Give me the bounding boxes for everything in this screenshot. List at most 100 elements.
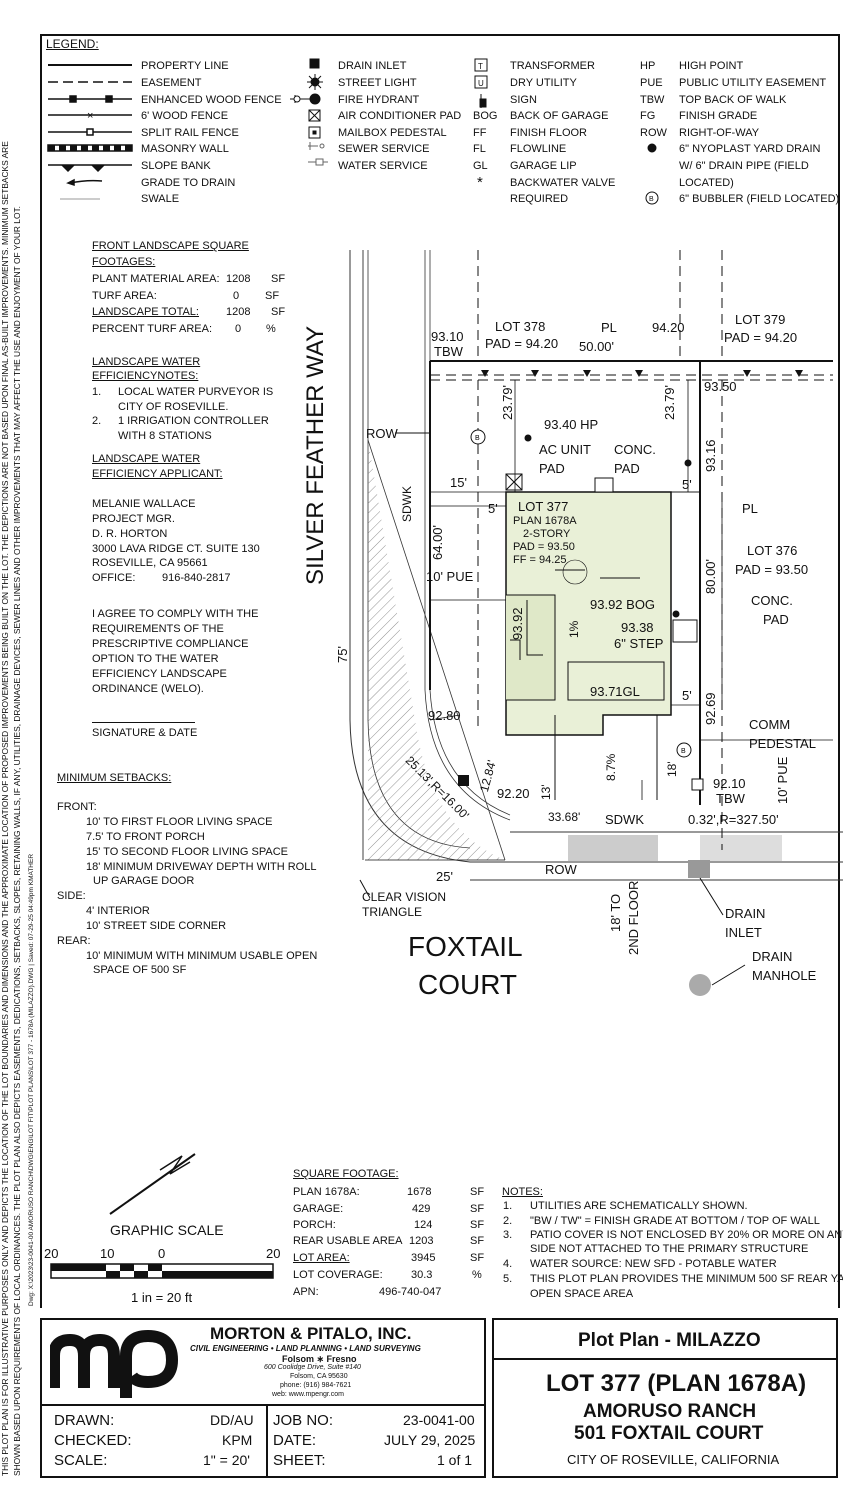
legend-abbr: TBW xyxy=(640,94,665,106)
elev-label: 92.69 xyxy=(703,692,718,725)
company-cities: Folsom ∗ Fresno xyxy=(282,1354,357,1364)
company-services: CIVIL ENGINEERING • LAND PLANNING • LAND… xyxy=(190,1344,421,1353)
dim-label: 64.00' xyxy=(430,524,445,560)
sqft-label: LOT AREA: xyxy=(293,1252,350,1264)
note-number: 1. xyxy=(92,386,102,398)
street-name-south-2: COURT xyxy=(418,969,518,1000)
agree-line: ORDINANCE (WELO). xyxy=(92,683,204,695)
sqft-unit: SF xyxy=(470,1235,485,1247)
checked-value: KPM xyxy=(222,1432,253,1448)
pl-label: PL xyxy=(742,501,758,516)
sqft-unit: % xyxy=(472,1269,482,1281)
job-label: JOB NO: xyxy=(273,1412,334,1429)
landscape-heading: FOOTAGES: xyxy=(92,256,156,268)
setback-item: 7.5' TO FRONT PORCH xyxy=(86,831,205,843)
landscape-label: PLANT MATERIAL AREA: xyxy=(92,273,220,285)
company-logo xyxy=(50,1329,179,1398)
landscape-label: TURF AREA: xyxy=(92,290,157,302)
sqft-value: 3945 xyxy=(411,1252,436,1264)
scale-tick: 10 xyxy=(100,1246,115,1261)
legend-item: FLOWLINE xyxy=(510,143,567,155)
sqft-title: SQUARE FOOTAGE: xyxy=(293,1168,399,1180)
divider xyxy=(266,1406,268,1476)
sqft-label: LOT COVERAGE: xyxy=(293,1269,383,1281)
dim-label: 75' xyxy=(335,646,350,663)
lot-378-label: LOT 378 xyxy=(495,319,546,334)
north-arrow-icon xyxy=(109,1153,196,1215)
ac-label: AC UNIT xyxy=(539,442,591,457)
landscape-value: 0 xyxy=(235,323,242,335)
dim-label: 80.00' xyxy=(703,558,718,594)
company-web: web: www.mpengr.com xyxy=(272,1391,344,1398)
legend-item: 6" BUBBLER (FIELD LOCATED) xyxy=(679,193,840,205)
elev-label: 93.10 xyxy=(431,329,464,344)
lot-label: FF = 94.25 xyxy=(513,554,567,566)
conc-label: CONC. xyxy=(614,442,656,457)
setbacks-label: REAR: xyxy=(57,935,91,947)
scale-value: 1" = 20' xyxy=(203,1452,250,1468)
landscape-heading: LANDSCAPE WATER xyxy=(92,356,201,368)
scale-bar xyxy=(50,1263,274,1279)
legend-item: FIRE HYDRANT xyxy=(338,94,420,106)
legend-item: PROPERTY LINE xyxy=(141,60,229,72)
legend-item: SEWER SERVICE xyxy=(338,143,430,155)
setbacks-label: SIDE: xyxy=(57,890,86,902)
applicant-line: ROSEVILLE, CA 95661 xyxy=(92,557,208,569)
date-value: JULY 29, 2025 xyxy=(384,1432,476,1448)
conc-label: PAD xyxy=(614,461,640,476)
lot-376-label: LOT 376 xyxy=(747,543,798,558)
svg-text:×: × xyxy=(87,110,93,122)
divider xyxy=(42,1404,484,1406)
legend-abbr: GL xyxy=(473,160,488,172)
dim-label: 15' xyxy=(450,475,467,490)
landscape-value: 1208 xyxy=(226,306,251,318)
sqft-label: PLAN 1678A: xyxy=(293,1186,360,1198)
legend-item: FINISH GRADE xyxy=(679,110,758,122)
landscape-label: PERCENT TURF AREA: xyxy=(92,323,213,335)
landscape-unit: SF xyxy=(265,290,280,302)
date-label: DATE: xyxy=(273,1432,317,1449)
sqft-unit: SF xyxy=(470,1252,485,1264)
clear-vision-label: TRIANGLE xyxy=(362,905,423,919)
sheet-label: SHEET: xyxy=(273,1452,326,1469)
drain-inlet-label: DRAIN xyxy=(725,906,766,921)
legend-abbr: FL xyxy=(473,143,486,155)
elev-label: 92.20 xyxy=(497,786,530,801)
setback-item: 18' MINIMUM DRIVEWAY DEPTH WITH ROLL xyxy=(86,861,317,873)
comm-label: COMM xyxy=(749,717,791,732)
note-number: 3. xyxy=(503,1229,513,1241)
landscape-label: LANDSCAPE TOTAL: xyxy=(92,306,199,318)
dim-label: 5' xyxy=(682,477,692,492)
company-address: Folsom, CA 95630 xyxy=(290,1373,348,1380)
setback-item: 15' TO SECOND FLOOR LIVING SPACE xyxy=(86,846,288,858)
svg-text:T: T xyxy=(478,62,483,71)
pl-label: PL xyxy=(601,320,617,335)
elev-label: 93.16 xyxy=(703,439,718,472)
office-label: OFFICE: xyxy=(92,572,136,584)
street-name-west: SILVER FEATHER WAY xyxy=(302,325,329,585)
svg-text:B: B xyxy=(681,748,686,755)
scale-tick: 0 xyxy=(158,1246,166,1261)
setback-item: 10' MINIMUM WITH MINIMUM USABLE OPEN xyxy=(86,950,318,962)
dim-label: 25' xyxy=(436,869,453,884)
row-label: ROW xyxy=(545,862,577,877)
dim-label: 5' xyxy=(488,501,498,516)
note-text: WATER SOURCE: NEW SFD - POTABLE WATER xyxy=(530,1258,777,1270)
lot-label: PLAN 1678A xyxy=(513,515,577,527)
elev-label: 93.50 xyxy=(704,379,737,394)
landscape-value: 0 xyxy=(233,290,240,302)
sqft-unit: SF xyxy=(470,1186,485,1198)
legend-item: GRADE TO DRAIN xyxy=(141,177,236,189)
notes-title: NOTES: xyxy=(502,1186,543,1198)
sqft-label: REAR USABLE AREA xyxy=(293,1235,403,1247)
slope-label: 1% xyxy=(567,620,581,638)
sqft-label: GARAGE: xyxy=(293,1203,344,1215)
setback-item: 10' TO FIRST FLOOR LIVING SPACE xyxy=(86,816,273,828)
street-name-south-1: FOXTAIL xyxy=(408,931,523,962)
legend-item: HIGH POINT xyxy=(679,60,744,72)
note-number: 5. xyxy=(503,1273,513,1285)
legend-item: SWALE xyxy=(141,193,180,205)
legend-item: DRY UTILITY xyxy=(510,77,577,89)
floor-label: 2ND FLOOR xyxy=(626,880,641,955)
company-name: MORTON & PITALO, INC. xyxy=(210,1324,412,1343)
